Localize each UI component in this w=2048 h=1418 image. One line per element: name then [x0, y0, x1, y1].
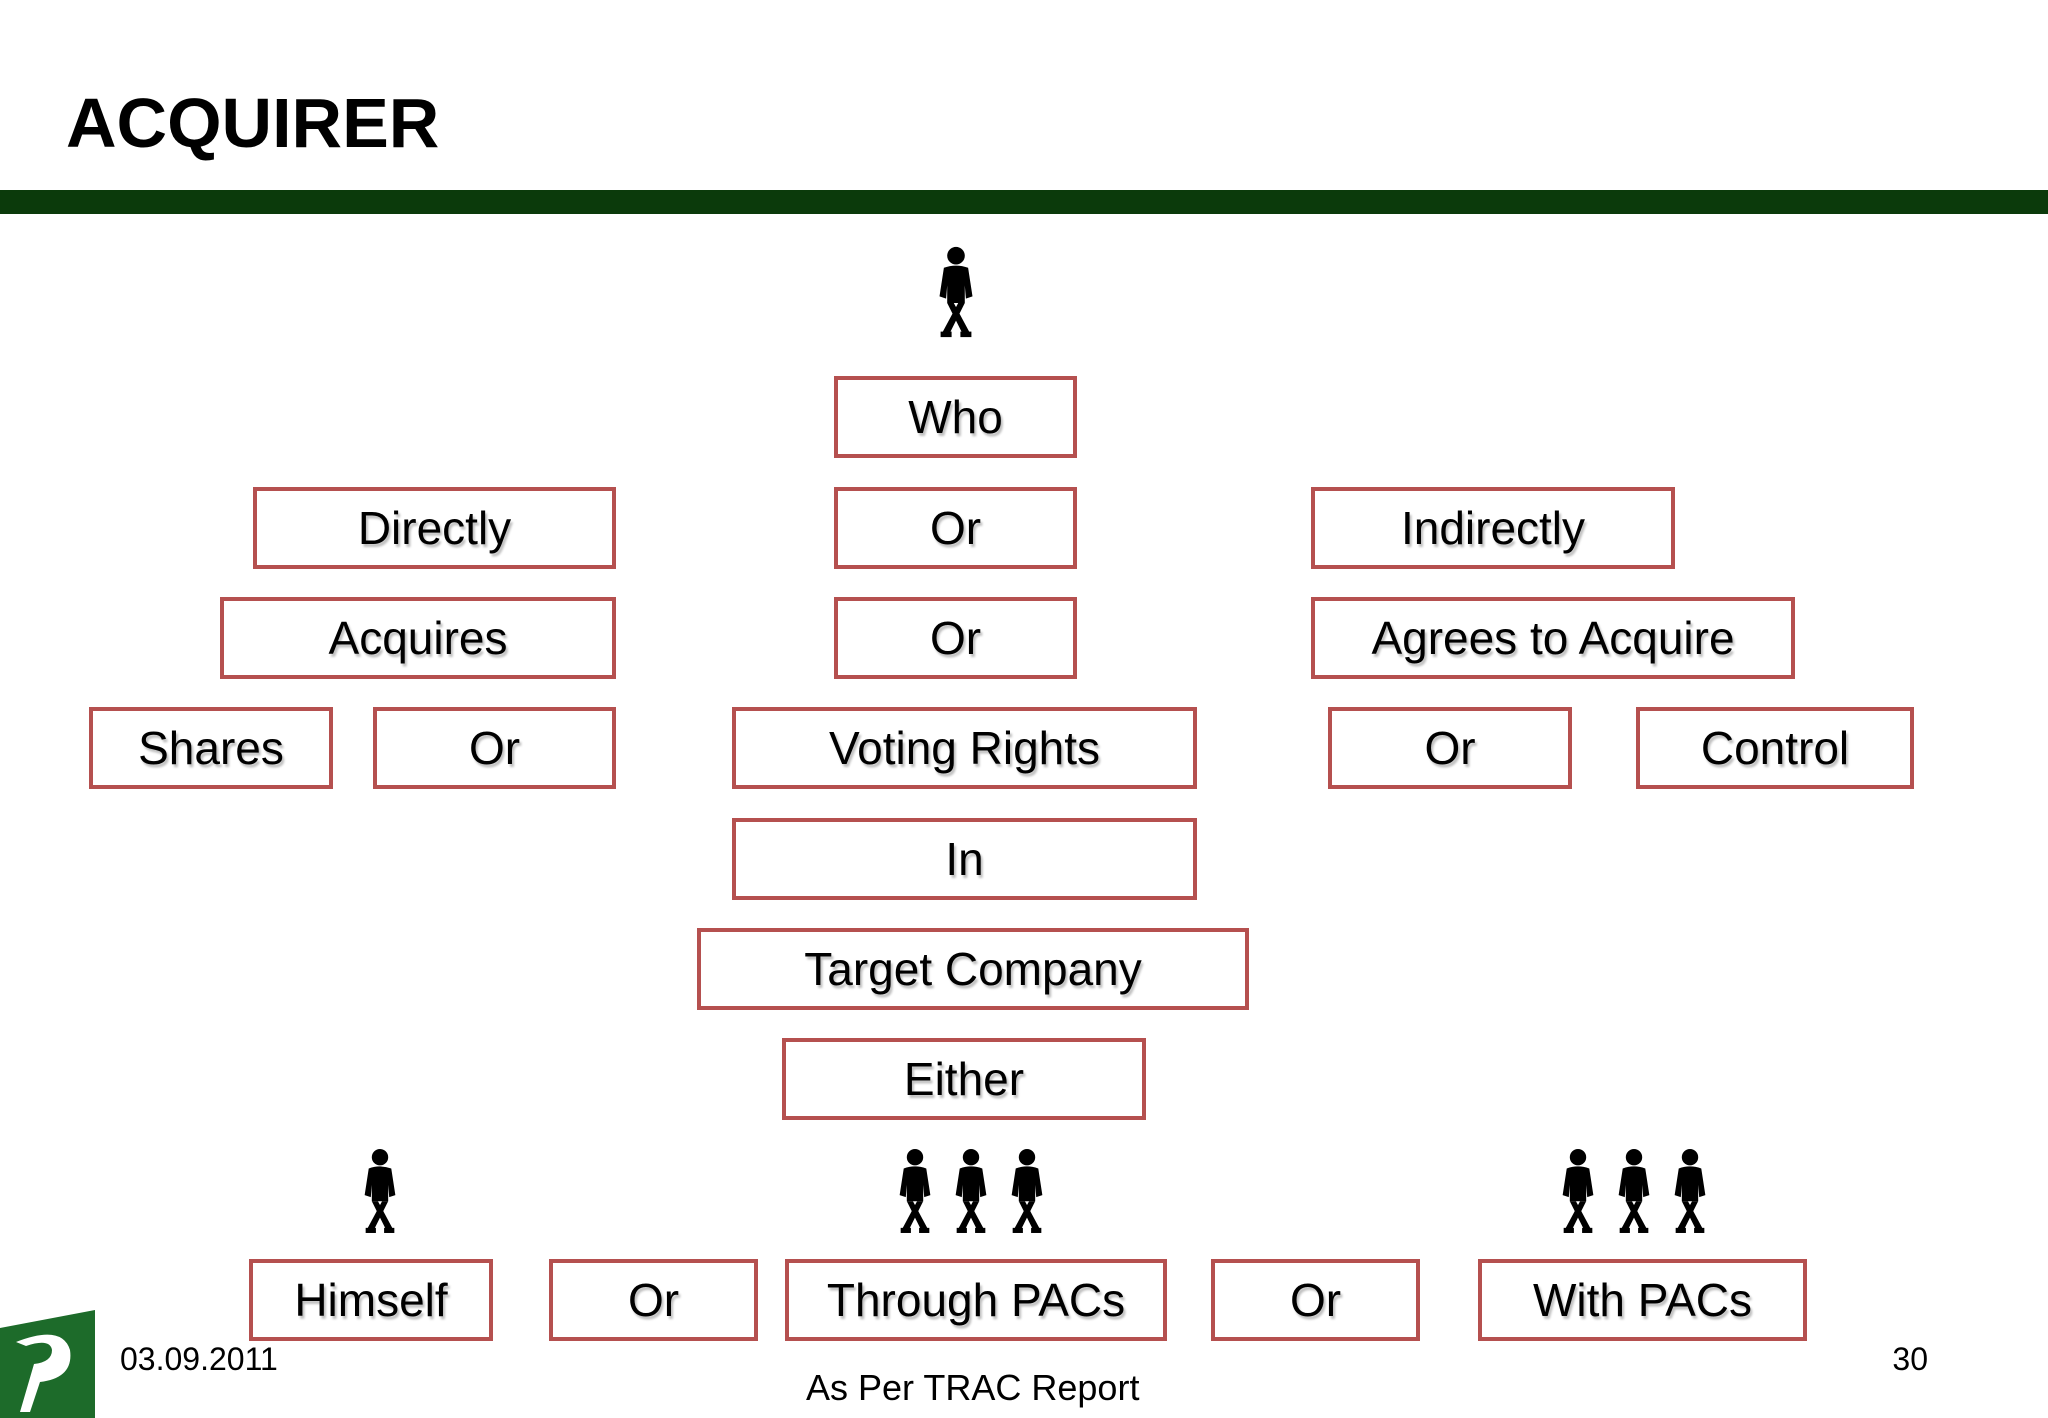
- himself-box: Himself: [249, 1259, 493, 1341]
- person-icon: [934, 240, 978, 344]
- agrees-to-acquire-box: Agrees to Acquire: [1311, 597, 1795, 679]
- persons-group-icon: [1556, 1148, 1712, 1234]
- control-box: Control: [1636, 707, 1914, 789]
- company-logo: [0, 1308, 95, 1418]
- or-box: Or: [834, 597, 1077, 679]
- footer-source: As Per TRAC Report: [806, 1367, 1140, 1408]
- who-box: Who: [834, 376, 1077, 458]
- directly-box: Directly: [253, 487, 616, 569]
- indirectly-box: Indirectly: [1311, 487, 1675, 569]
- or-box: Or: [834, 487, 1077, 569]
- page-number: 30: [1892, 1341, 1928, 1377]
- voting-rights-box: Voting Rights: [732, 707, 1197, 789]
- person-icon: [358, 1148, 402, 1234]
- footer-date: 03.09.2011: [120, 1341, 278, 1377]
- target-company-box: Target Company: [697, 928, 1249, 1010]
- in-box: In: [732, 818, 1197, 900]
- header-divider-bar: [0, 190, 2048, 214]
- through-pacs-box: Through PACs: [785, 1259, 1167, 1341]
- or-box: Or: [1211, 1259, 1420, 1341]
- either-box: Either: [782, 1038, 1146, 1120]
- shares-box: Shares: [89, 707, 333, 789]
- acquires-box: Acquires: [220, 597, 616, 679]
- or-box: Or: [549, 1259, 758, 1341]
- or-box: Or: [1328, 707, 1572, 789]
- or-box: Or: [373, 707, 616, 789]
- slide-title: ACQUIRER: [66, 84, 440, 162]
- persons-group-icon: [893, 1148, 1049, 1234]
- with-pacs-box: With PACs: [1478, 1259, 1807, 1341]
